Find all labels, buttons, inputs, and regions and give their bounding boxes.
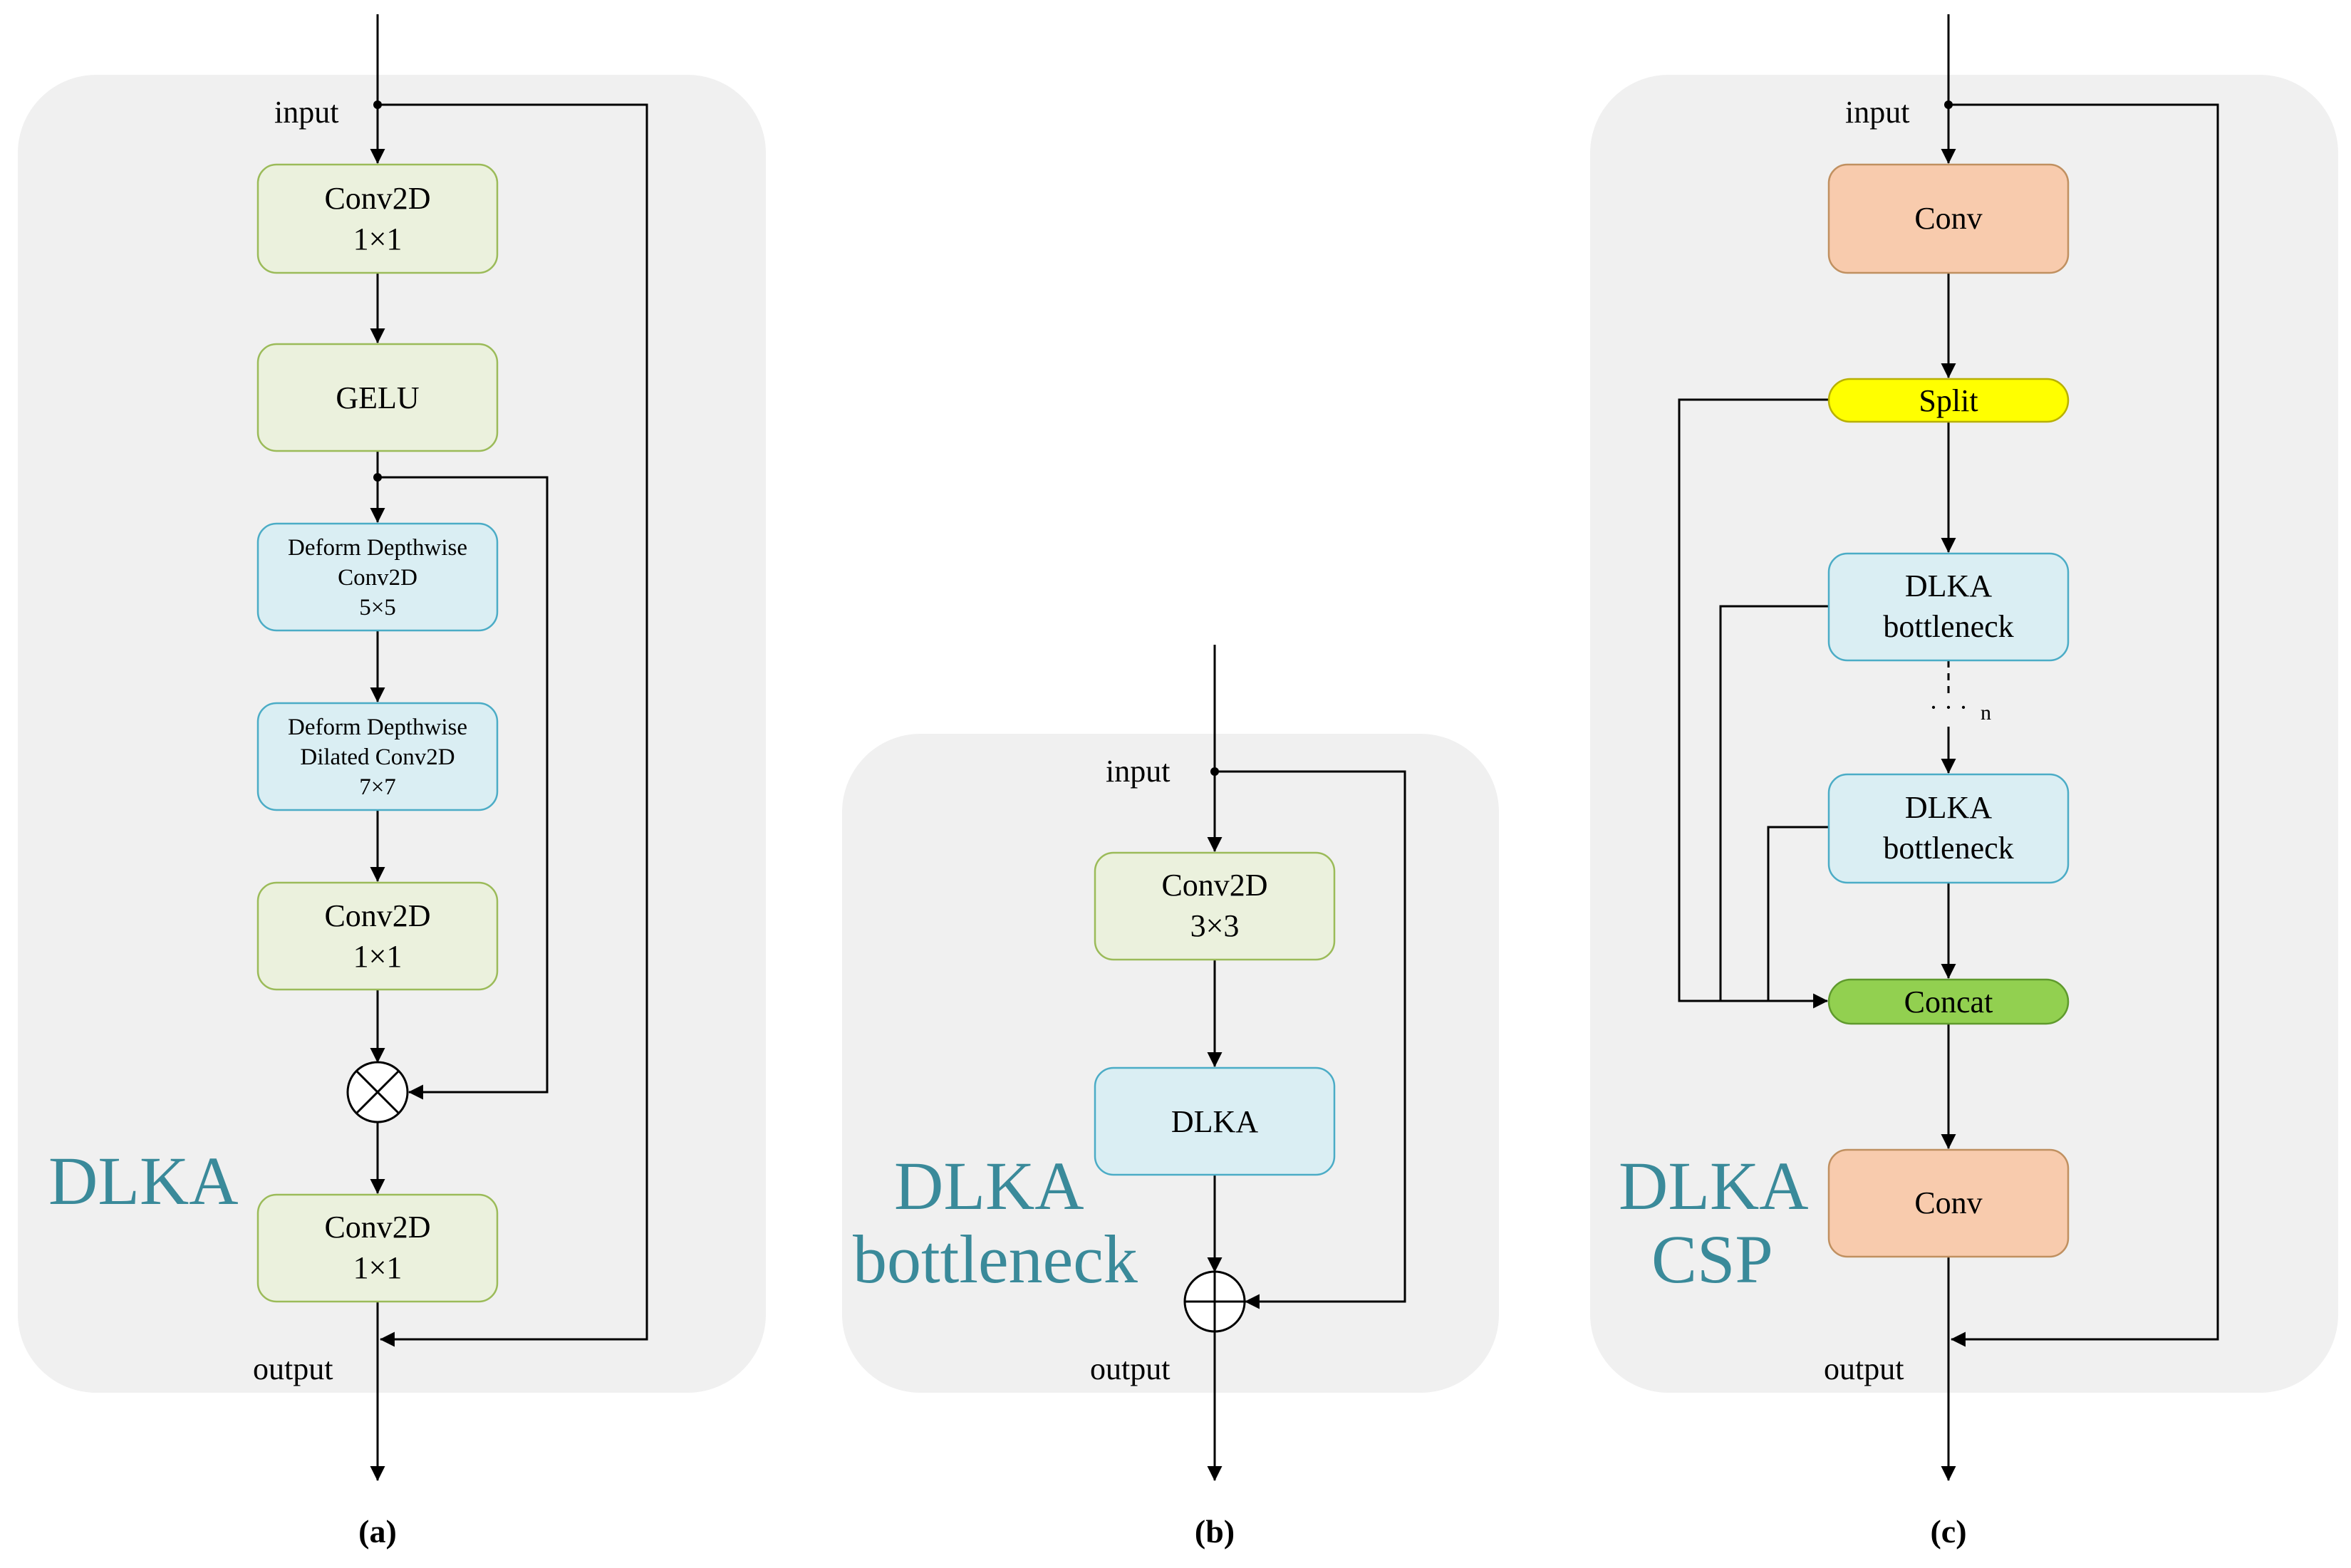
node-line: Conv2D [324,181,430,216]
panel-c-input-label: input [1845,95,1909,130]
conv2d-1x1-node-a1: Conv2D 1×1 [256,163,499,274]
node-line: Conv2D [324,1210,430,1245]
node-line: Conv [1914,1185,1982,1220]
panel-b-title-line1: DLKA [894,1148,1084,1224]
panel-a-input-label: input [274,95,338,130]
panel-c-caption: (c) [1930,1513,1966,1549]
conv2d-1x1-node-a2: Conv2D 1×1 [256,881,499,991]
panel-b: input output DLKA bottleneck (b) Conv2D … [842,645,1499,1549]
panel-a-output-label: output [253,1351,333,1386]
node-line: bottleneck [1883,831,2013,866]
split-dot-b [1210,767,1219,776]
gelu-node: GELU [256,343,499,452]
node-line: 3×3 [1190,908,1240,943]
node-line: Dilated Conv2D [300,744,455,770]
node-line: Deform Depthwise [288,535,467,561]
node-line: Split [1919,383,1978,418]
conv-bottom-node: Conv [1827,1148,2070,1258]
node-line: DLKA [1905,568,1992,603]
dlka-node: DLKA [1094,1066,1336,1176]
node-line: 1×1 [353,1250,403,1285]
split-dot-a1 [373,100,382,109]
conv-top-node: Conv [1827,163,2070,274]
conv2d-1x1-node-a3: Conv2D 1×1 [256,1193,499,1303]
panel-c-background [1590,75,2338,1393]
node-line: Conv [1914,201,1982,236]
node-line: Concat [1904,985,1993,1019]
deform-depthwise-conv2d-5x5-node: Deform Depthwise Conv2D 5×5 [256,522,499,632]
node-line: GELU [336,380,419,415]
node-line: DLKA [1905,790,1992,825]
panel-a-title: DLKA [48,1143,239,1219]
split-node: Split [1827,378,2070,423]
multiply-operator-icon [346,1061,409,1123]
split-dot-a2 [373,473,382,482]
panel-a-caption: (a) [358,1513,397,1549]
node-line: DLKA [1171,1104,1258,1139]
split-dot-c [1944,100,1953,109]
panel-c-title-line2: CSP [1651,1221,1773,1297]
panel-c-title-line1: DLKA [1619,1148,1809,1224]
conv2d-3x3-node: Conv2D 3×3 [1094,851,1336,961]
node-line: 5×5 [359,595,396,621]
node-line: Conv2D [338,565,417,591]
node-line: 1×1 [353,222,403,256]
node-line: Conv2D [1161,868,1267,903]
dlka-bottleneck-node-1: DLKA bottleneck [1827,552,2070,662]
node-line: Deform Depthwise [288,715,467,740]
dlka-bottleneck-node-n: DLKA bottleneck [1827,773,2070,884]
repeat-dots: · · · [1929,693,1968,722]
node-line: Conv2D [324,898,430,933]
panel-b-input-label: input [1106,754,1170,789]
add-operator-icon [1183,1270,1246,1333]
repeat-count-label: n [1981,701,1991,725]
node-line: bottleneck [1883,609,2013,644]
panel-c-output-label: output [1824,1351,1904,1386]
node-line: 7×7 [359,774,396,800]
panel-c: input output DLKA CSP (c) · · · n Conv S… [1590,14,2338,1549]
panel-b-caption: (b) [1195,1513,1235,1549]
deform-depthwise-dilated-conv2d-7x7-node: Deform Depthwise Dilated Conv2D 7×7 [256,702,499,811]
panel-b-output-label: output [1090,1351,1170,1386]
node-line: 1×1 [353,939,403,974]
panel-b-title-line2: bottleneck [853,1221,1138,1297]
panel-a: input output DLKA (a) Conv2D 1×1 GELU De… [18,14,766,1549]
concat-node: Concat [1827,978,2070,1025]
